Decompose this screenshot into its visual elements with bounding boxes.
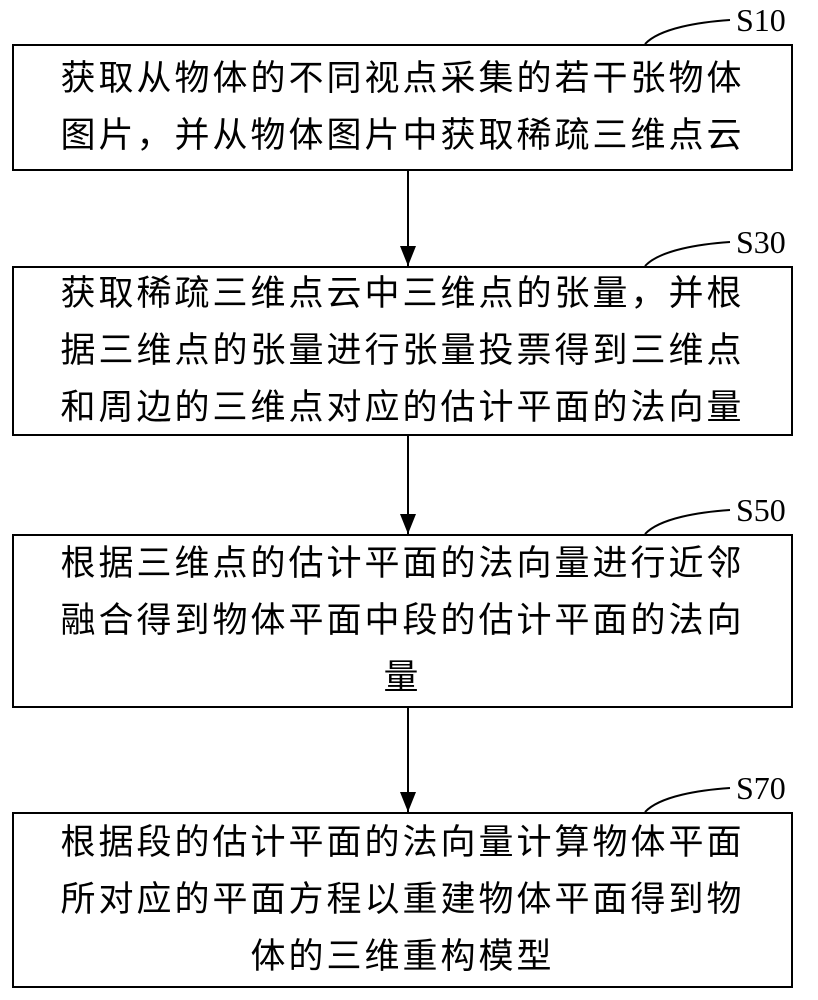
step-s50-line-1: 根据三维点的估计平面的法向量进行近邻 bbox=[60, 543, 745, 584]
arrowhead-s50 bbox=[400, 514, 416, 534]
step-s70-line-2: 所对应的平面方程以重建物体平面得到物 bbox=[60, 879, 745, 920]
step-box-s50: 根据三维点的估计平面的法向量进行近邻 融合得到物体平面中段的估计平面的法向 量 bbox=[12, 534, 793, 708]
leader-line-s10 bbox=[644, 19, 731, 45]
step-s10-line-1: 获取从物体的不同视点采集的若干张物体 bbox=[60, 58, 745, 99]
arrowhead-s30 bbox=[400, 246, 416, 266]
step-label-s70: S70 bbox=[736, 770, 786, 806]
step-s70-line-3: 体的三维重构模型 bbox=[250, 936, 555, 977]
step-label-s10: S10 bbox=[736, 2, 786, 38]
leader-line-s30 bbox=[644, 241, 731, 267]
step-label-s30: S30 bbox=[736, 224, 786, 260]
arrowhead-s70 bbox=[400, 792, 416, 812]
step-s30-line-1: 获取稀疏三维点云中三维点的张量，并根 bbox=[60, 273, 745, 314]
step-box-s70: 根据段的估计平面的法向量计算物体平面 所对应的平面方程以重建物体平面得到物 体的… bbox=[12, 812, 793, 988]
leader-line-s50 bbox=[644, 509, 731, 535]
step-s50-line-2: 融合得到物体平面中段的估计平面的法向 bbox=[60, 600, 745, 641]
step-s50-line-3: 量 bbox=[383, 657, 422, 698]
step-s30-line-3: 和周边的三维点对应的估计平面的法向量 bbox=[60, 387, 745, 428]
step-box-s30: 获取稀疏三维点云中三维点的张量，并根 据三维点的张量进行张量投票得到三维点 和周… bbox=[12, 266, 793, 436]
step-box-s10: 获取从物体的不同视点采集的若干张物体 图片，并从物体图片中获取稀疏三维点云 bbox=[12, 44, 793, 171]
leader-line-s70 bbox=[644, 787, 731, 813]
step-s70-line-1: 根据段的估计平面的法向量计算物体平面 bbox=[60, 822, 745, 863]
step-s10-line-2: 图片，并从物体图片中获取稀疏三维点云 bbox=[60, 115, 745, 156]
step-s30-line-2: 据三维点的张量进行张量投票得到三维点 bbox=[60, 330, 745, 371]
step-label-s50: S50 bbox=[736, 492, 786, 528]
